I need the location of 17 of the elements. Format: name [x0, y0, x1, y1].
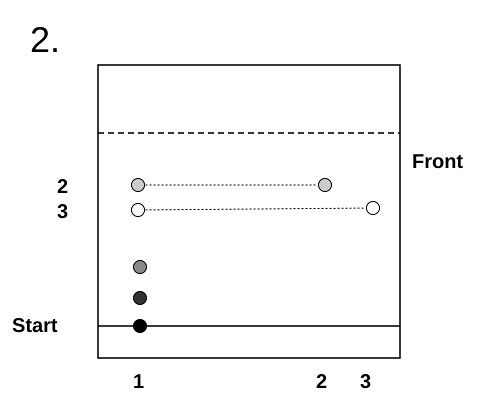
sample-spot	[318, 178, 332, 192]
lane-number: 3	[360, 372, 372, 392]
start-label: Start	[12, 316, 58, 336]
panel-number: 2.	[30, 22, 60, 58]
lane-number: 2	[316, 372, 328, 392]
sample-spot	[366, 200, 380, 214]
sample-spot	[132, 318, 146, 332]
sample-spot	[130, 178, 144, 192]
dotted-connector	[145, 208, 366, 210]
sample-spot	[130, 202, 144, 216]
spot-number: 2	[57, 177, 68, 197]
sample-spot	[132, 290, 146, 304]
lane-number: 1	[133, 372, 144, 392]
sample-spot	[132, 260, 146, 274]
spot-number: 3	[57, 202, 68, 222]
front-label: Front	[412, 152, 464, 172]
dotted-connector	[145, 184, 318, 186]
